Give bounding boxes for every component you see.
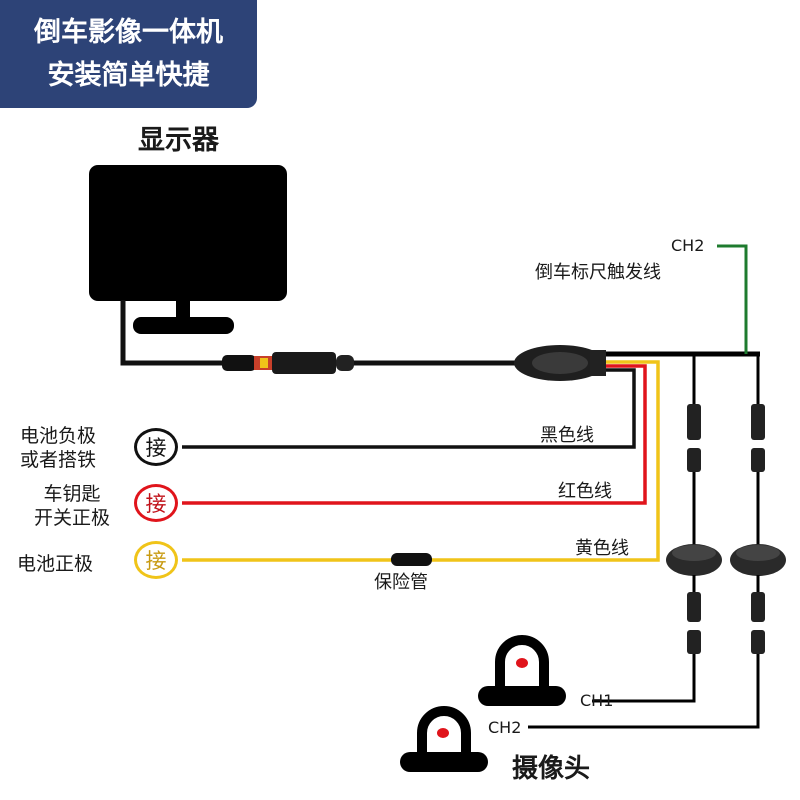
connect-terminal-black: 接 <box>134 428 178 466</box>
monitor-icon <box>89 165 287 334</box>
yellow-wire <box>182 360 660 562</box>
fuse-icon <box>391 553 432 566</box>
trigger-wire-label: 倒车标尺触发线 <box>535 262 661 283</box>
camera-ch1-label: CH1 <box>580 691 614 710</box>
camera-icon-ch2 <box>400 706 488 772</box>
trigger-channel-label: CH2 <box>671 236 705 255</box>
display-label: 显示器 <box>138 125 219 156</box>
banner-line-1: 倒车影像一体机 <box>34 17 223 48</box>
monitor-cable <box>120 300 520 366</box>
trigger-wire <box>717 244 748 354</box>
yellow-wire-label: 黄色线 <box>575 538 629 559</box>
terminal-desc-ignition: 车钥匙 开关正极 <box>33 483 110 529</box>
black-wire-label: 黑色线 <box>540 425 594 446</box>
title-banner: 倒车影像一体机 安装简单快捷 <box>0 0 257 108</box>
banner-line-2: 安装简单快捷 <box>47 60 210 91</box>
fuse-label: 保险管 <box>374 572 428 593</box>
terminal-desc-positive: 电池正极 <box>17 553 94 575</box>
camera-icon-ch1 <box>478 635 566 706</box>
red-wire <box>182 364 647 505</box>
connect-terminal-red: 接 <box>134 484 178 522</box>
channel-cable-ch1 <box>592 354 722 703</box>
red-wire-label: 红色线 <box>558 481 612 502</box>
black-wire <box>182 368 636 449</box>
connect-terminal-yellow: 接 <box>134 541 178 579</box>
channel-cable-ch2 <box>528 354 786 729</box>
camera-ch2-label: CH2 <box>488 718 522 737</box>
inline-connector <box>222 352 354 374</box>
wire-splitter <box>514 345 606 381</box>
camera-label: 摄像头 <box>512 754 591 784</box>
terminal-desc-negative: 电池负极 或者搭铁 <box>20 425 97 471</box>
